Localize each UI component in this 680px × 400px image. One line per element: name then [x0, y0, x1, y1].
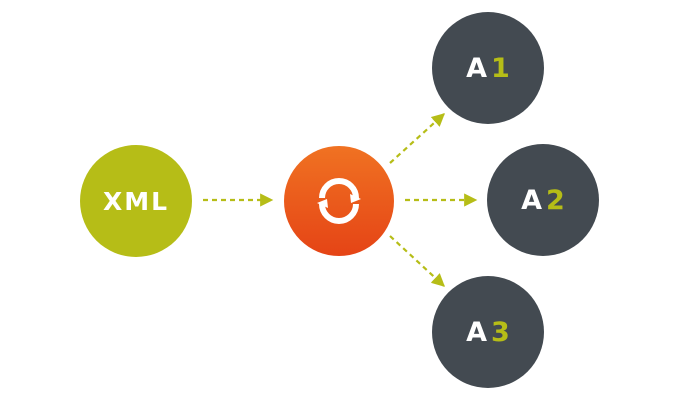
hub-node: [284, 146, 394, 256]
target-node-number: 2: [546, 184, 565, 216]
source-node-label: XML: [102, 186, 170, 216]
target-node-a1: A 1: [432, 12, 544, 124]
target-node-a2: A 2: [487, 144, 599, 256]
target-node-letter: A: [466, 316, 488, 348]
target-node-letter: A: [466, 52, 488, 84]
arrow-hub-to-a1: [389, 113, 445, 164]
source-node-xml: XML: [80, 145, 192, 257]
target-node-letter: A: [521, 184, 543, 216]
target-node-number: 3: [491, 316, 510, 348]
circular-arrows-icon: [317, 178, 361, 224]
target-node-a3: A 3: [432, 276, 544, 388]
arrow-hub-to-a3: [389, 235, 445, 287]
target-node-number: 1: [491, 52, 510, 84]
